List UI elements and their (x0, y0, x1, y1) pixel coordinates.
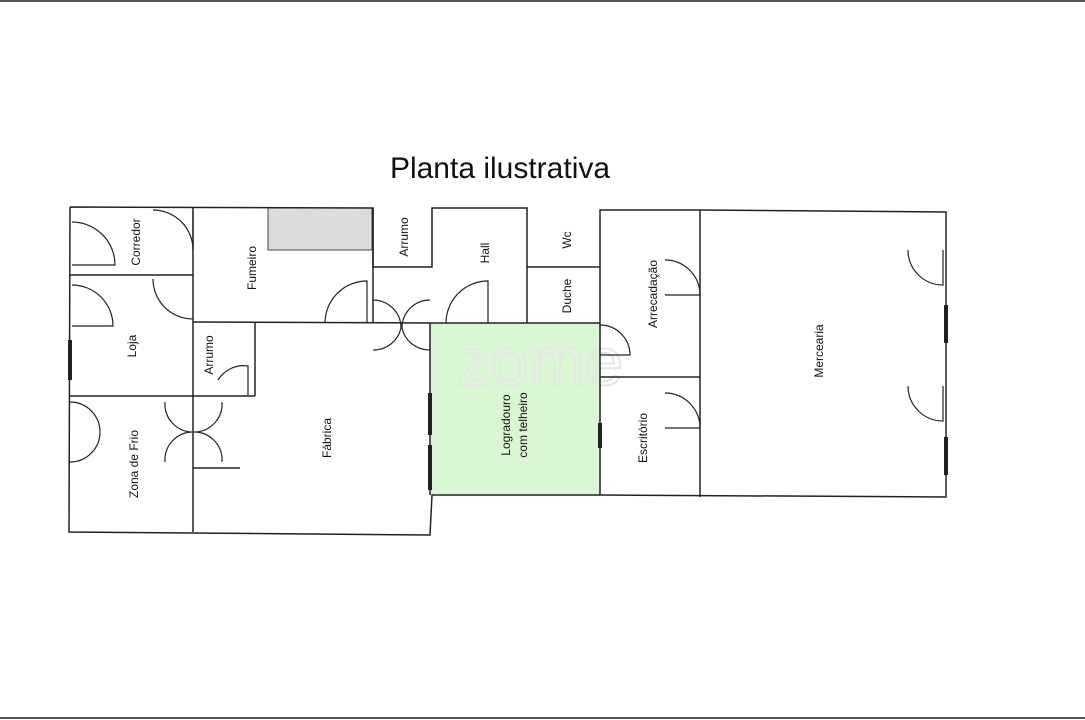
room-label-wc: Wc (560, 231, 574, 248)
top-border (0, 0, 1085, 2)
doors (69, 209, 944, 463)
room-label-loja: Loja (125, 334, 139, 357)
room-label-arrumo-mid: Arrumo (202, 335, 216, 375)
room-label-fabrica: Fábrica (320, 418, 334, 458)
room-label-logradouro-1: Logradouro (499, 394, 513, 456)
room-label-corredor: Corredor (129, 218, 143, 265)
room-label-arrecadacao: Arrecadação (646, 260, 660, 328)
bottom-border (0, 717, 1085, 719)
page-title: Planta ilustrativa (389, 152, 611, 185)
room-label-zona-frio: Zona de Frio (127, 430, 141, 498)
room-label-mercearia: Mercearia (812, 324, 826, 378)
room-label-duche: Duche (560, 278, 574, 313)
watermark-text: zome (457, 324, 623, 400)
room-label-fumeiro: Fumeiro (245, 246, 259, 290)
room-label-arrumo-top: Arrumo (397, 217, 411, 257)
room-label-hall: Hall (478, 243, 492, 264)
chimney-block (267, 207, 373, 251)
room-label-logradouro-2: com telheiro (516, 392, 530, 458)
courtyard-area (430, 323, 600, 495)
windows (68, 305, 948, 490)
room-label-escritorio: Escritório (636, 413, 650, 463)
